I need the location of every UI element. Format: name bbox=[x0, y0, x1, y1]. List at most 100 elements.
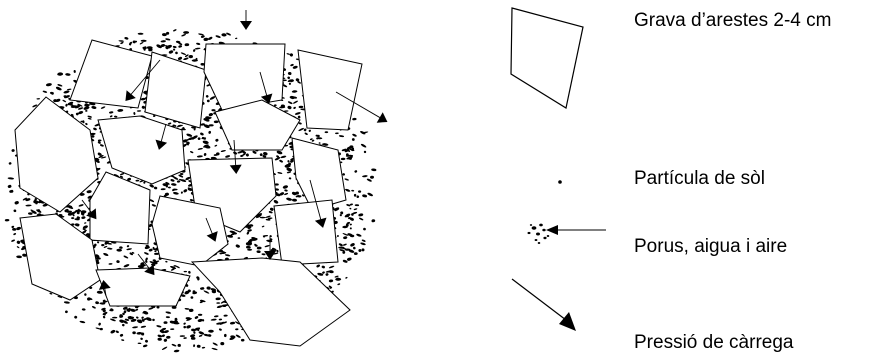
soil-particle bbox=[183, 325, 186, 328]
soil-particle bbox=[11, 225, 14, 228]
soil-particle bbox=[173, 46, 177, 49]
soil-particle bbox=[353, 208, 357, 210]
soil-particle bbox=[173, 48, 176, 51]
soil-particle bbox=[279, 159, 284, 163]
soil-particle bbox=[119, 333, 123, 337]
soil-particle bbox=[220, 342, 224, 345]
soil-particle bbox=[65, 103, 68, 106]
soil-particle bbox=[177, 56, 182, 60]
soil-particle bbox=[335, 132, 339, 134]
soil-particle bbox=[297, 115, 300, 118]
soil-particle bbox=[325, 273, 329, 276]
soil-particle bbox=[190, 151, 194, 154]
soil-particle bbox=[215, 297, 220, 300]
pore-particle bbox=[528, 232, 531, 234]
soil-particle bbox=[163, 338, 167, 342]
soil-particle bbox=[162, 346, 168, 350]
soil-particle bbox=[168, 50, 173, 55]
soil-particle bbox=[308, 129, 311, 132]
soil-particle bbox=[277, 172, 282, 175]
gravel-stone-icon bbox=[511, 8, 583, 108]
soil-particle bbox=[181, 52, 187, 55]
soil-particle bbox=[276, 150, 283, 155]
soil-particle bbox=[73, 70, 75, 73]
soil-particle bbox=[292, 199, 297, 202]
soil-particle bbox=[25, 204, 31, 206]
soil-particle bbox=[101, 106, 106, 109]
gravel-stones bbox=[15, 40, 362, 346]
soil-particle bbox=[356, 195, 359, 198]
soil-particle bbox=[351, 190, 354, 192]
soil-particle bbox=[8, 177, 15, 180]
soil-particle bbox=[13, 233, 16, 236]
soil-particle bbox=[287, 79, 293, 83]
soil-particle bbox=[11, 239, 15, 242]
soil-particle bbox=[289, 53, 293, 57]
soil-particle bbox=[103, 252, 109, 256]
soil-particle bbox=[137, 110, 141, 112]
soil-particle bbox=[171, 343, 176, 346]
soil-particle bbox=[316, 264, 320, 268]
soil-particle bbox=[103, 245, 107, 248]
soil-particle bbox=[345, 277, 348, 279]
soil-particle bbox=[262, 225, 265, 227]
soil-particle bbox=[338, 247, 344, 249]
soil-particle bbox=[202, 347, 206, 349]
soil-particle bbox=[152, 319, 155, 322]
soil-particle bbox=[325, 131, 329, 133]
soil-particle bbox=[221, 150, 226, 153]
legend-label-load-pressure: Pressió de càrrega bbox=[634, 332, 793, 354]
soil-particle bbox=[288, 82, 291, 85]
soil-particle bbox=[165, 261, 168, 263]
soil-particle bbox=[156, 325, 162, 328]
soil-particle bbox=[16, 226, 22, 230]
soil-particle bbox=[354, 252, 358, 255]
soil-particle bbox=[216, 302, 220, 304]
soil-particle bbox=[189, 55, 194, 58]
soil-particle bbox=[298, 127, 304, 131]
soil-particle bbox=[206, 286, 211, 290]
soil-particle bbox=[81, 216, 86, 219]
soil-particle bbox=[257, 247, 262, 250]
soil-particle bbox=[117, 109, 123, 112]
soil-particle bbox=[285, 165, 290, 168]
soil-particle bbox=[121, 339, 124, 341]
legend-label-soil-particle: Partícula de sòl bbox=[634, 168, 765, 190]
soil-particle bbox=[219, 328, 223, 331]
soil-particle bbox=[172, 189, 177, 191]
soil-particle bbox=[223, 314, 227, 316]
soil-particle bbox=[352, 133, 357, 137]
soil-particle bbox=[321, 265, 325, 268]
pore-particle bbox=[539, 224, 543, 227]
soil-particle bbox=[204, 153, 207, 156]
soil-particle bbox=[212, 342, 218, 346]
soil-particle bbox=[261, 253, 265, 255]
load-pressure-arrow-icon bbox=[512, 279, 566, 320]
soil-particle bbox=[109, 111, 114, 114]
soil-particle bbox=[63, 90, 70, 94]
soil-particle bbox=[342, 173, 345, 176]
soil-particle bbox=[87, 115, 92, 118]
pore-pointer-head bbox=[546, 225, 558, 235]
legend-label-gravel: Grava d’arestes 2-4 cm bbox=[634, 10, 831, 32]
soil-particle bbox=[170, 179, 175, 183]
gravel-stone bbox=[298, 50, 362, 130]
soil-particle bbox=[199, 335, 203, 338]
soil-particle bbox=[352, 138, 355, 141]
soil-particle bbox=[141, 325, 147, 328]
soil-particle bbox=[363, 227, 366, 230]
soil-particle bbox=[259, 153, 262, 156]
soil-particle bbox=[337, 235, 339, 237]
soil-particle bbox=[340, 211, 344, 215]
soil-particle bbox=[341, 158, 346, 161]
soil-particle bbox=[329, 279, 334, 283]
soil-particle bbox=[367, 192, 374, 197]
soil-particle bbox=[180, 335, 185, 337]
soil-particle bbox=[358, 249, 362, 253]
soil-particle bbox=[151, 204, 156, 207]
soil-particle bbox=[178, 45, 182, 48]
soil-particle bbox=[198, 148, 203, 151]
soil-particle bbox=[145, 339, 149, 343]
soil-particle bbox=[175, 51, 178, 54]
soil-particle bbox=[208, 36, 213, 40]
